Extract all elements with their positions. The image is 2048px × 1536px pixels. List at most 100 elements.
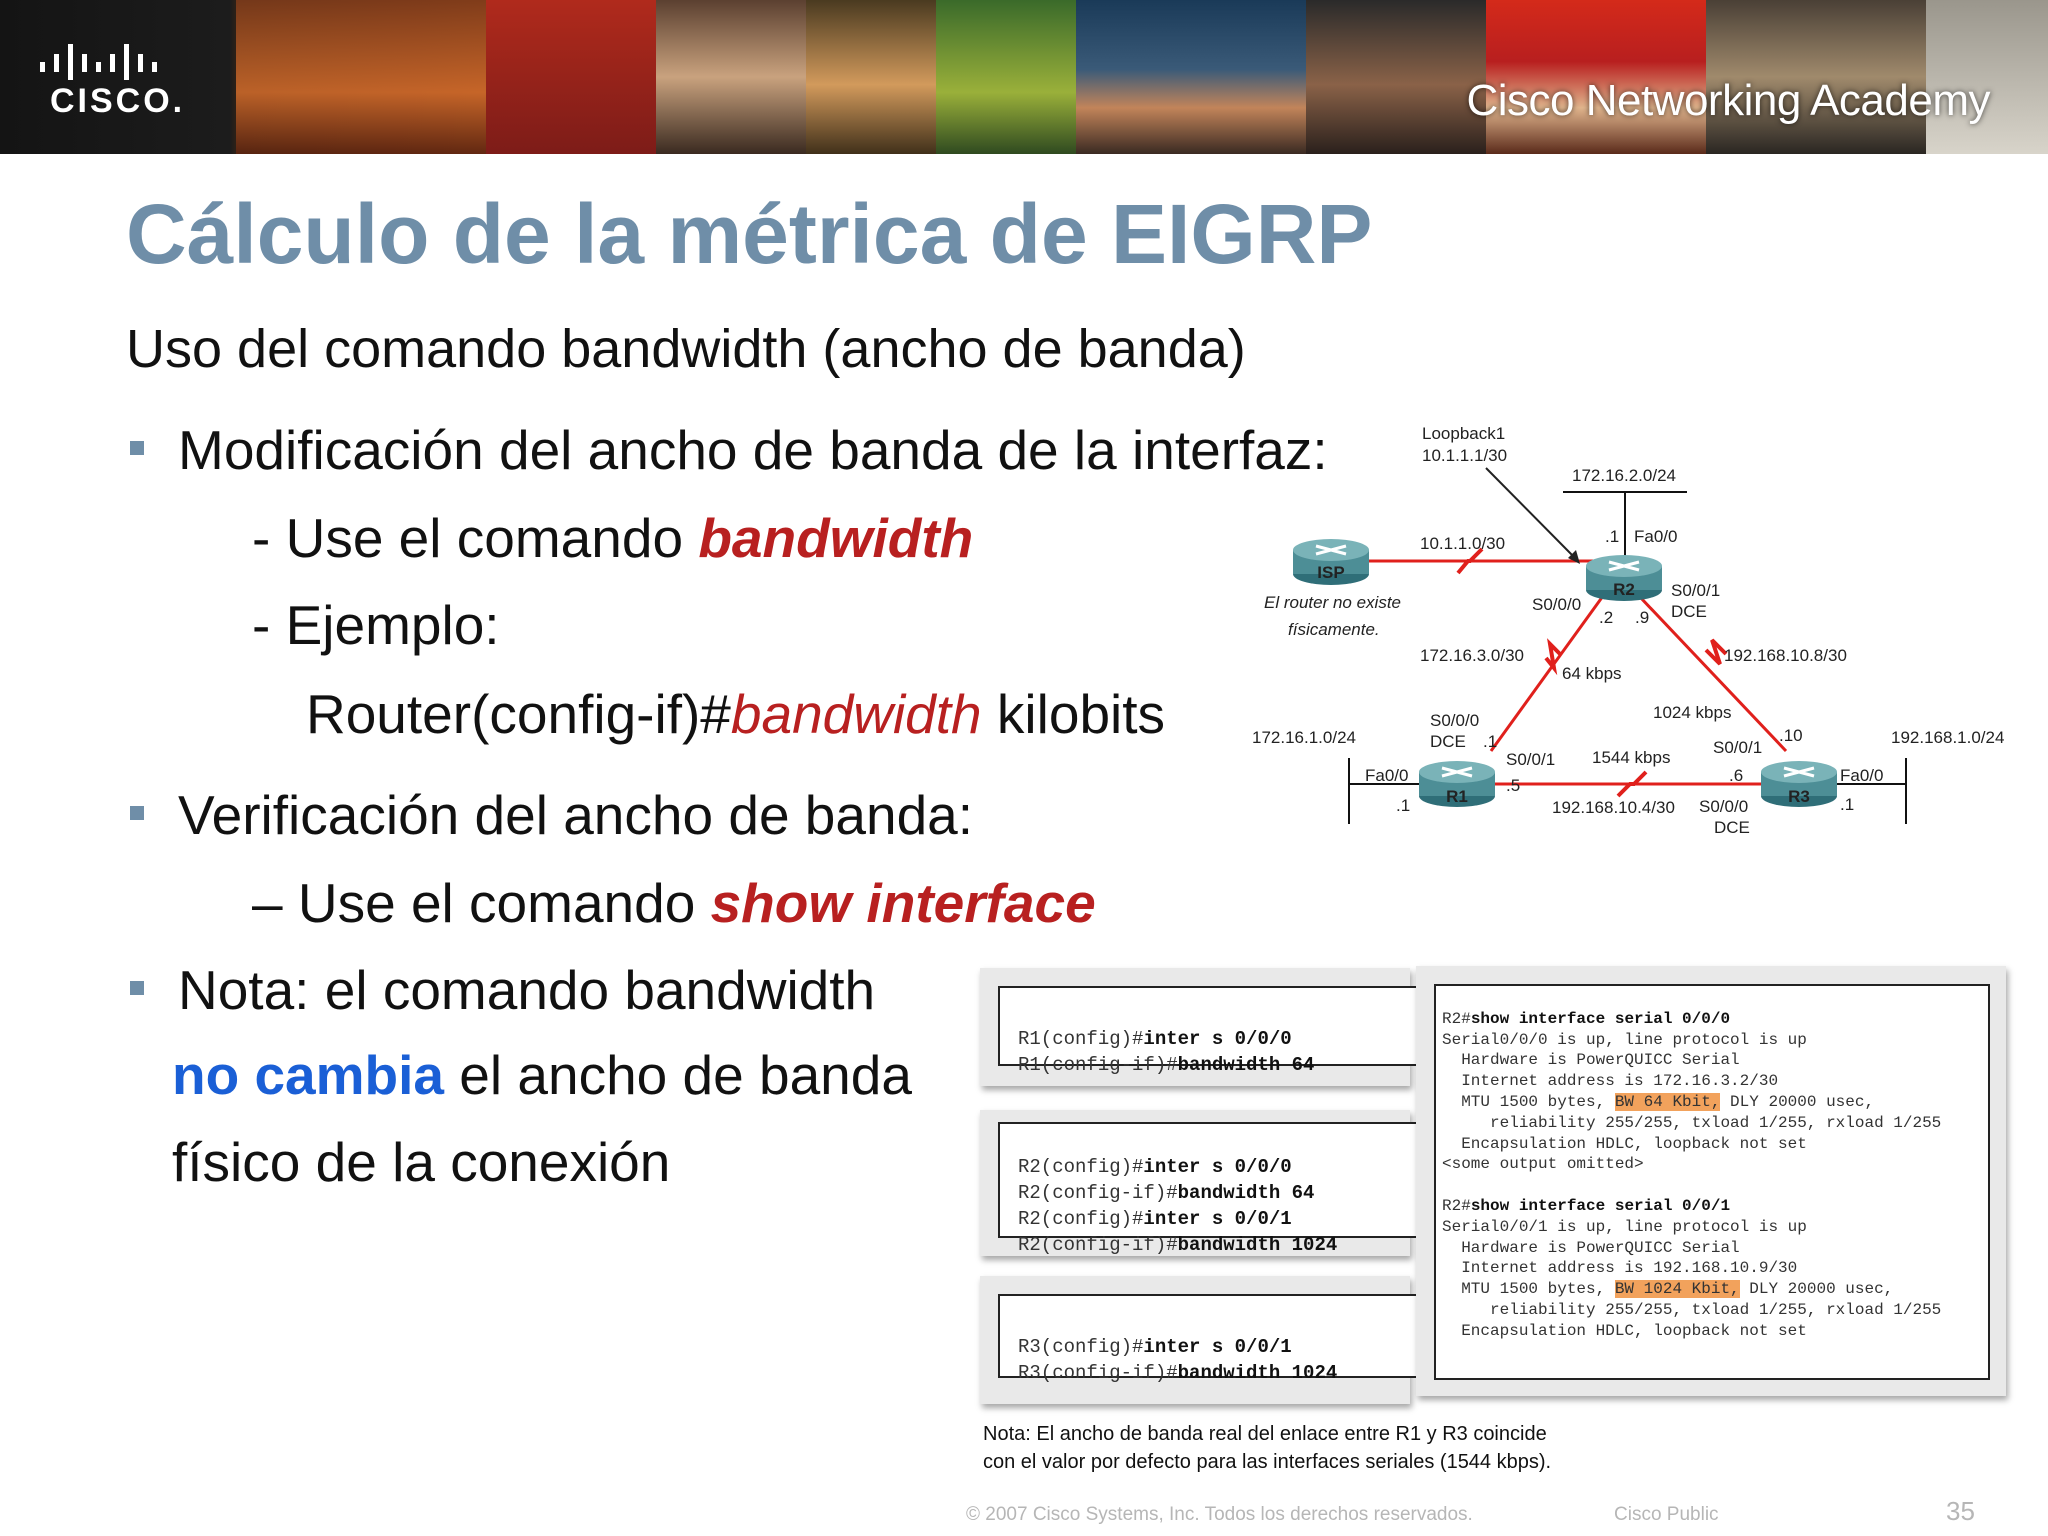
- code-line: reliability 255/255, txload 1/255, rxloa…: [1442, 1113, 1942, 1132]
- page-number: 35: [1946, 1496, 1975, 1526]
- r2-dce: DCE: [1671, 602, 1707, 621]
- loopback-label: Loopback1: [1422, 424, 1505, 443]
- r2-s000: S0/0/0: [1532, 595, 1581, 614]
- net-isp-link: 10.1.1.0/30: [1420, 534, 1505, 553]
- show-interface-command: show interface: [710, 872, 1096, 934]
- terminal-r3-code: R3(config)#inter s 0/0/1 R3(config-if)#b…: [1018, 1308, 1337, 1386]
- r3-fa-interface: Fa0/0: [1840, 766, 1883, 785]
- cisco-logo: CISCO.: [38, 40, 188, 120]
- example-command: Router(config-if)#bandwidth kilobits: [306, 682, 1165, 746]
- note-line-1: Nota: El ancho de banda real del enlace …: [983, 1423, 1547, 1445]
- r2-host-2: .2: [1599, 608, 1613, 627]
- router-isp-icon: ISP: [1293, 539, 1369, 585]
- net-r2-r3: 192.168.10.8/30: [1724, 646, 1847, 665]
- r1-s001: S0/0/1: [1506, 750, 1555, 769]
- r3-fa-host: .1: [1840, 795, 1854, 814]
- example-prompt: Router(config-if)#: [306, 683, 731, 745]
- code-line: Encapsulation HDLC, loopback not set: [1442, 1321, 1807, 1340]
- example-bandwidth: bandwidth: [730, 683, 982, 745]
- banner: CISCO. Cisco Networking Academy: [0, 0, 2048, 154]
- r1-host-5: .5: [1506, 776, 1520, 795]
- loopback-address: 10.1.1.1/30: [1422, 446, 1507, 465]
- example-kilobits: kilobits: [981, 683, 1166, 745]
- sub-use-bandwidth-text: - Use el comando: [252, 507, 699, 569]
- terminal-r2: R2(config)#inter s 0/0/0 R2(config-if)#b…: [980, 1110, 1422, 1256]
- terminal-r1-code: R1(config)#inter s 0/0/0 R1(config-if)#b…: [1018, 1000, 1314, 1078]
- footer-copyright: © 2007 Cisco Systems, Inc. Todos los der…: [966, 1504, 1473, 1525]
- code-line: Serial0/0/1 is up, line protocol is up: [1442, 1217, 1807, 1236]
- bullet-marker: [130, 441, 144, 455]
- code-line: R2#show interface serial 0/0/1: [1442, 1196, 1731, 1215]
- r3-label: R3: [1788, 787, 1810, 806]
- code-line: MTU 1500 bytes, BW 64 Kbit, DLY 20000 us…: [1442, 1092, 1875, 1111]
- code-line: R1(config)#inter s 0/0/0: [1018, 1028, 1292, 1050]
- net-r1-r3: 192.168.10.4/30: [1552, 798, 1675, 817]
- r1-dce: DCE: [1430, 732, 1466, 751]
- bw-1024-highlight: BW 1024 Kbit,: [1614, 1280, 1740, 1299]
- terminal-r2-screen: R2(config)#inter s 0/0/0 R2(config-if)#b…: [998, 1122, 1422, 1256]
- r1-fa-interface: Fa0/0: [1365, 766, 1408, 785]
- link-r1-r2: [1489, 577, 1618, 752]
- sub-use-show-text: – Use el comando: [252, 872, 711, 934]
- footer-classification: Cisco Public: [1614, 1504, 1719, 1525]
- slide-title: Cálculo de la métrica de EIGRP: [126, 187, 1373, 281]
- terminal-show-screen: R2#show interface serial 0/0/0 Serial0/0…: [1434, 984, 1990, 1380]
- topology-diagram: ISP R2 R1 R3 Loopback1 10.1.1.1/30: [1252, 424, 2004, 837]
- sub-use-bandwidth: - Use el comando bandwidth: [252, 506, 973, 570]
- net-r2-lan: 172.16.2.0/24: [1572, 466, 1676, 485]
- code-line: Hardware is PowerQUICC Serial: [1442, 1238, 1740, 1257]
- r1-fa-host: .1: [1396, 796, 1410, 815]
- bullet-verify-bandwidth: Verificación del ancho de banda:: [178, 784, 974, 846]
- academy-title: Cisco Networking Academy: [1466, 76, 1990, 125]
- link-r2-r3: [1620, 576, 1788, 753]
- r3-dce: DCE: [1714, 818, 1750, 837]
- code-line: R3(config-if)#bandwidth 1024: [1018, 1362, 1338, 1384]
- isp-note-1: El router no existe: [1264, 593, 1401, 612]
- code-line: R2(config)#inter s 0/0/0: [1018, 1156, 1292, 1178]
- terminal-r2-code: R2(config)#inter s 0/0/0 R2(config-if)#b…: [1018, 1128, 1337, 1258]
- bandwidth-command: bandwidth: [698, 507, 974, 569]
- code-line: R2(config-if)#bandwidth 64: [1018, 1182, 1315, 1204]
- r2-host-9: .9: [1635, 608, 1649, 627]
- code-line: Hardware is PowerQUICC Serial: [1442, 1051, 1740, 1070]
- cisco-bars-icon: [40, 44, 157, 80]
- r3-host-6: .6: [1729, 766, 1743, 785]
- bullet-note-line2-rest: el ancho de banda: [444, 1044, 912, 1106]
- lan-lines: [1348, 491, 1907, 824]
- sub-example: - Ejemplo:: [252, 594, 500, 656]
- net-r3-lan: 192.168.1.0/24: [1891, 728, 2004, 747]
- code-line: Internet address is 172.16.3.2/30: [1442, 1072, 1779, 1091]
- sub-use-show-interface: – Use el comando show interface: [252, 871, 1096, 935]
- r3-s001: S0/0/1: [1713, 738, 1762, 757]
- terminal-r3: R3(config)#inter s 0/0/1 R3(config-if)#b…: [980, 1276, 1422, 1404]
- code-line: Internet address is 192.168.10.9/30: [1442, 1259, 1798, 1278]
- code-line: R2#show interface serial 0/0/0: [1442, 1009, 1731, 1028]
- slide-subtitle: Uso del comando bandwidth (ancho de band…: [126, 319, 1246, 379]
- bullet-note-line3: físico de la conexión: [172, 1131, 671, 1193]
- loopback-arrow: [1485, 467, 1580, 564]
- bullet-marker: [130, 981, 144, 995]
- code-line: R3(config)#inter s 0/0/1: [1018, 1336, 1292, 1358]
- bw-r1-r3: 1544 kbps: [1592, 748, 1670, 767]
- no-cambia-highlight: no cambia: [172, 1044, 445, 1106]
- bullet-modify-bandwidth: Modificación del ancho de banda de la in…: [178, 419, 1328, 481]
- cisco-wordmark: CISCO.: [50, 82, 186, 120]
- terminal-r1: R1(config)#inter s 0/0/0 R1(config-if)#b…: [980, 968, 1422, 1086]
- code-line: <some output omitted>: [1442, 1155, 1644, 1174]
- router-r2-icon: R2: [1586, 555, 1662, 601]
- r1-s000: S0/0/0: [1430, 711, 1479, 730]
- router-r1-icon: R1: [1419, 761, 1495, 807]
- show-output: R2#show interface serial 0/0/0 Serial0/0…: [1442, 988, 1941, 1342]
- code-line: R2(config)#inter s 0/0/1: [1018, 1208, 1292, 1230]
- bandwidth-note: Nota: El ancho de banda real del enlace …: [983, 1420, 1551, 1476]
- r2-fa-host: .1: [1605, 527, 1619, 546]
- r2-fa-interface: Fa0/0: [1634, 527, 1677, 546]
- terminal-show-interface: R2#show interface serial 0/0/0 Serial0/0…: [1416, 966, 2006, 1396]
- code-line: R2(config-if)#bandwidth 1024: [1018, 1234, 1338, 1256]
- r3-host-10: .10: [1779, 726, 1803, 745]
- note-line-2: con el valor por defecto para las interf…: [983, 1451, 1552, 1473]
- bw-r2-r3: 1024 kbps: [1653, 703, 1731, 722]
- r2-label: R2: [1613, 580, 1635, 599]
- terminal-r3-screen: R3(config)#inter s 0/0/1 R3(config-if)#b…: [998, 1294, 1422, 1384]
